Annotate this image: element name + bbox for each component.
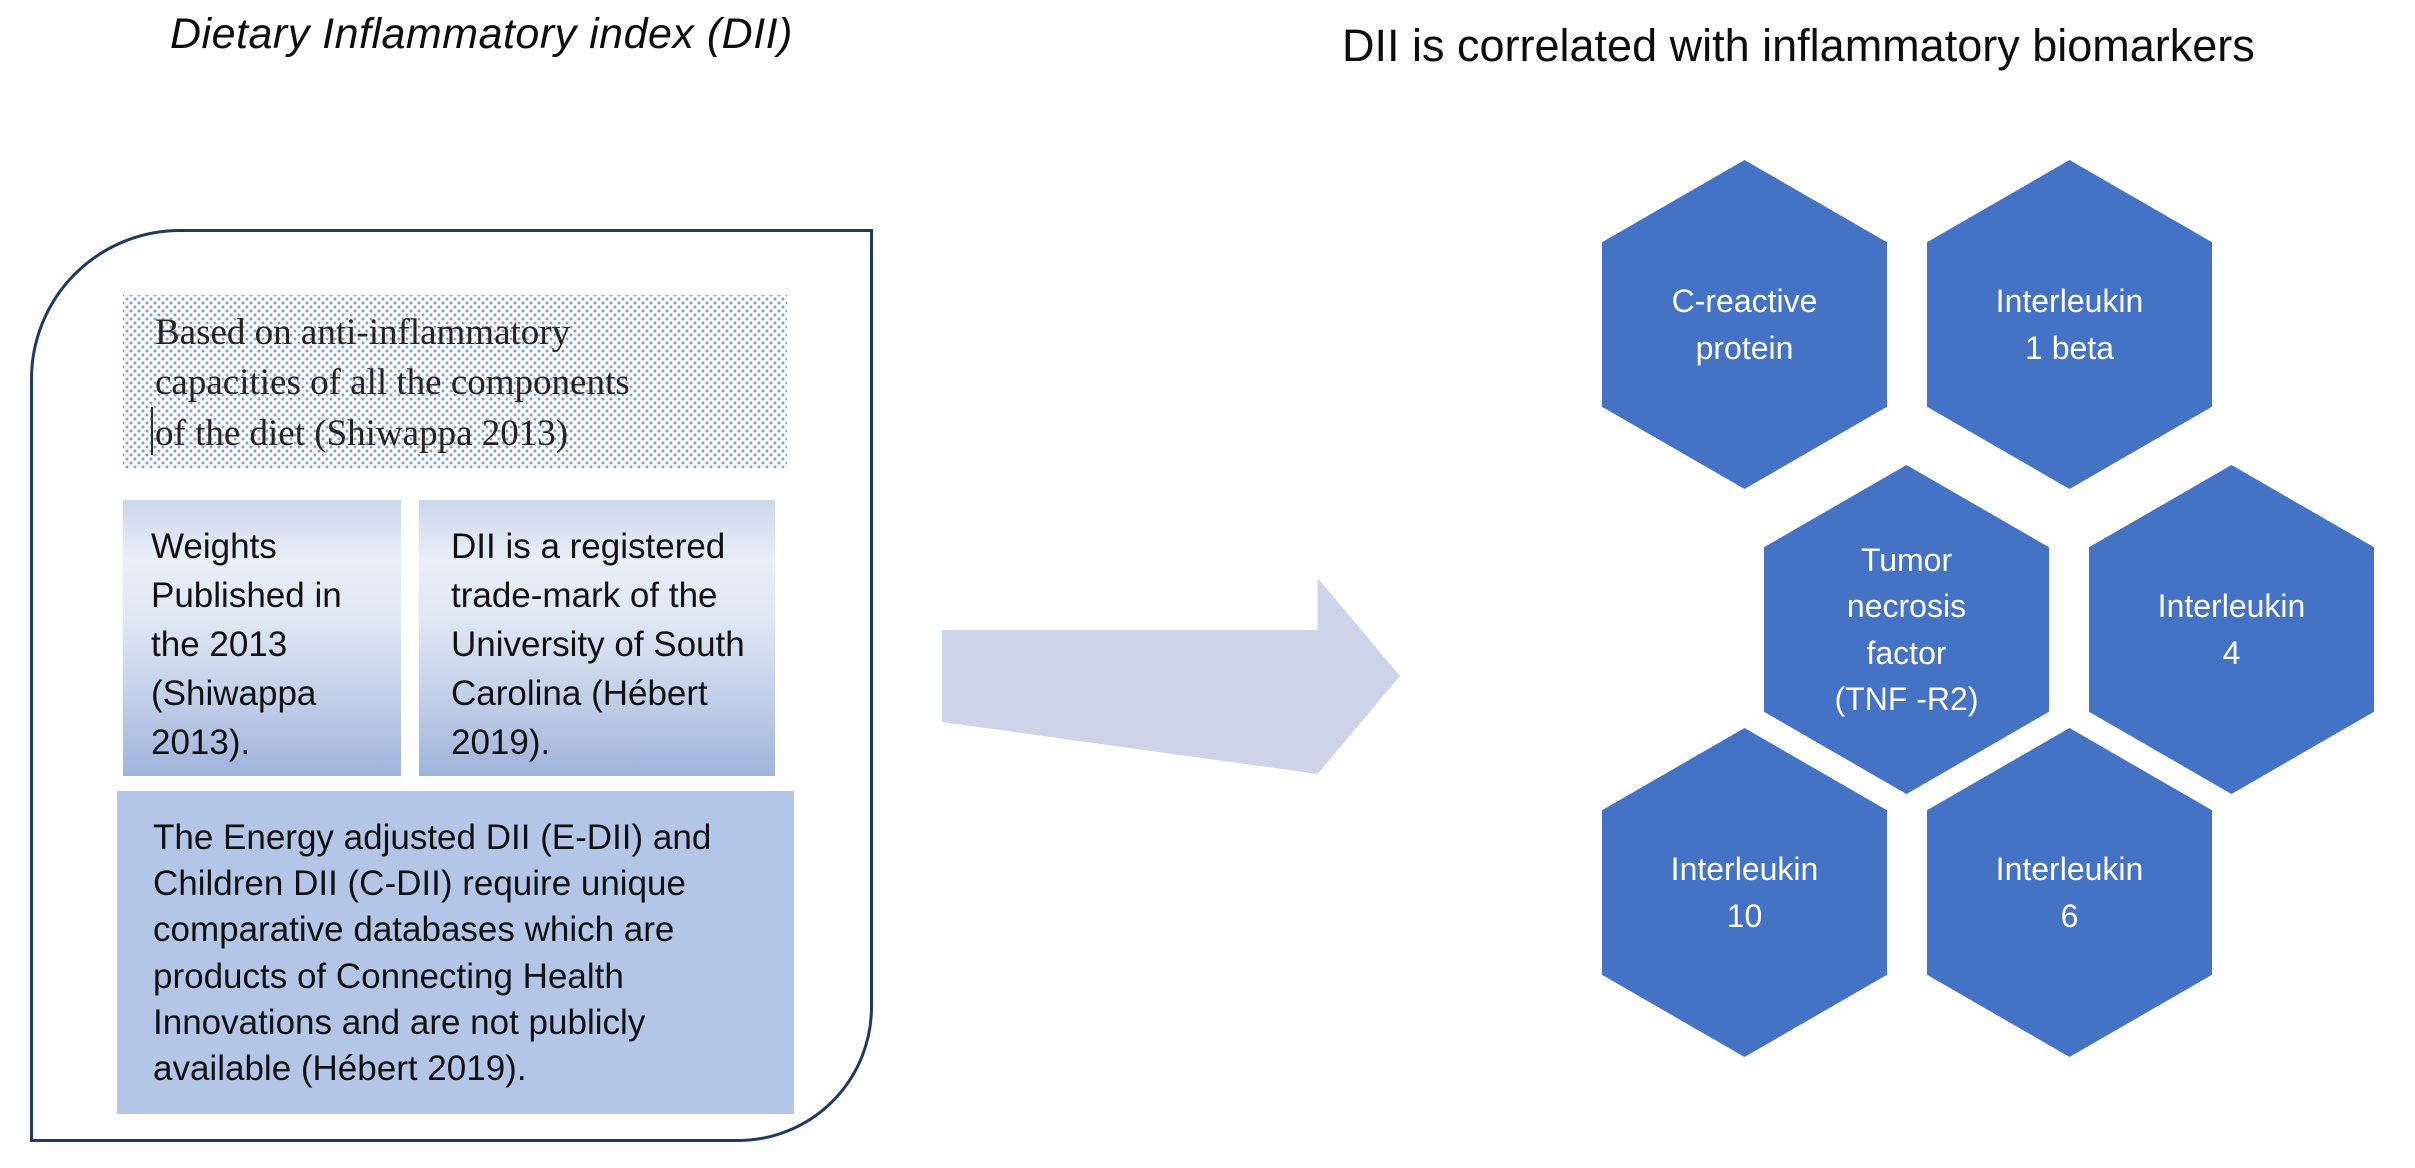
hexagon-label: Interleukin 10 xyxy=(1670,851,1819,934)
hexagon-interleukin-1-beta: Interleukin 1 beta xyxy=(1927,160,2212,489)
hexagon-label: Interleukin 1 beta xyxy=(1995,283,2144,366)
hexagon-interleukin-6: Interleukin 6 xyxy=(1927,728,2212,1057)
left-title: Dietary Inflammatory index (DII) xyxy=(170,10,793,58)
trademark-box: DII is a registered trade-mark of the Un… xyxy=(419,500,775,776)
energy-adjusted-box: The Energy adjusted DII (E-DII) and Chil… xyxy=(117,791,794,1114)
hexagon-label: Interleukin 6 xyxy=(1995,851,2144,934)
dii-definition-box: Based on anti-inflammatory capacities of… xyxy=(123,295,787,468)
dii-panel: Based on anti-inflammatory capacities of… xyxy=(30,229,873,1142)
right-title: DII is correlated with inflammatory biom… xyxy=(1342,20,2255,71)
hexagon-label: C-reactive protein xyxy=(1671,283,1818,366)
hexagon-interleukin-4: Interleukin 4 xyxy=(2089,465,2374,794)
hexagon-c-reactive-protein: C-reactive protein xyxy=(1602,160,1887,489)
hexagon-label: Tumor necrosis factor (TNF -R2) xyxy=(1834,541,1979,717)
dii-definition-text: Based on anti-inflammatory capacities of… xyxy=(155,312,630,454)
hexagon-tumor-necrosis-factor: Tumor necrosis factor (TNF -R2) xyxy=(1764,465,2049,794)
hexagon-label: Interleukin 4 xyxy=(2157,588,2306,671)
text-cursor xyxy=(151,407,153,455)
weights-box: Weights Published in the 2013 (Shiwappa … xyxy=(123,500,401,776)
trademark-text: DII is a registered trade-mark of the Un… xyxy=(451,527,745,762)
weights-text: Weights Published in the 2013 (Shiwappa … xyxy=(151,527,342,762)
energy-adjusted-text: The Energy adjusted DII (E-DII) and Chil… xyxy=(153,818,712,1088)
hexagon-interleukin-10: Interleukin 10 xyxy=(1602,728,1887,1057)
right-arrow-shape xyxy=(942,578,1400,774)
